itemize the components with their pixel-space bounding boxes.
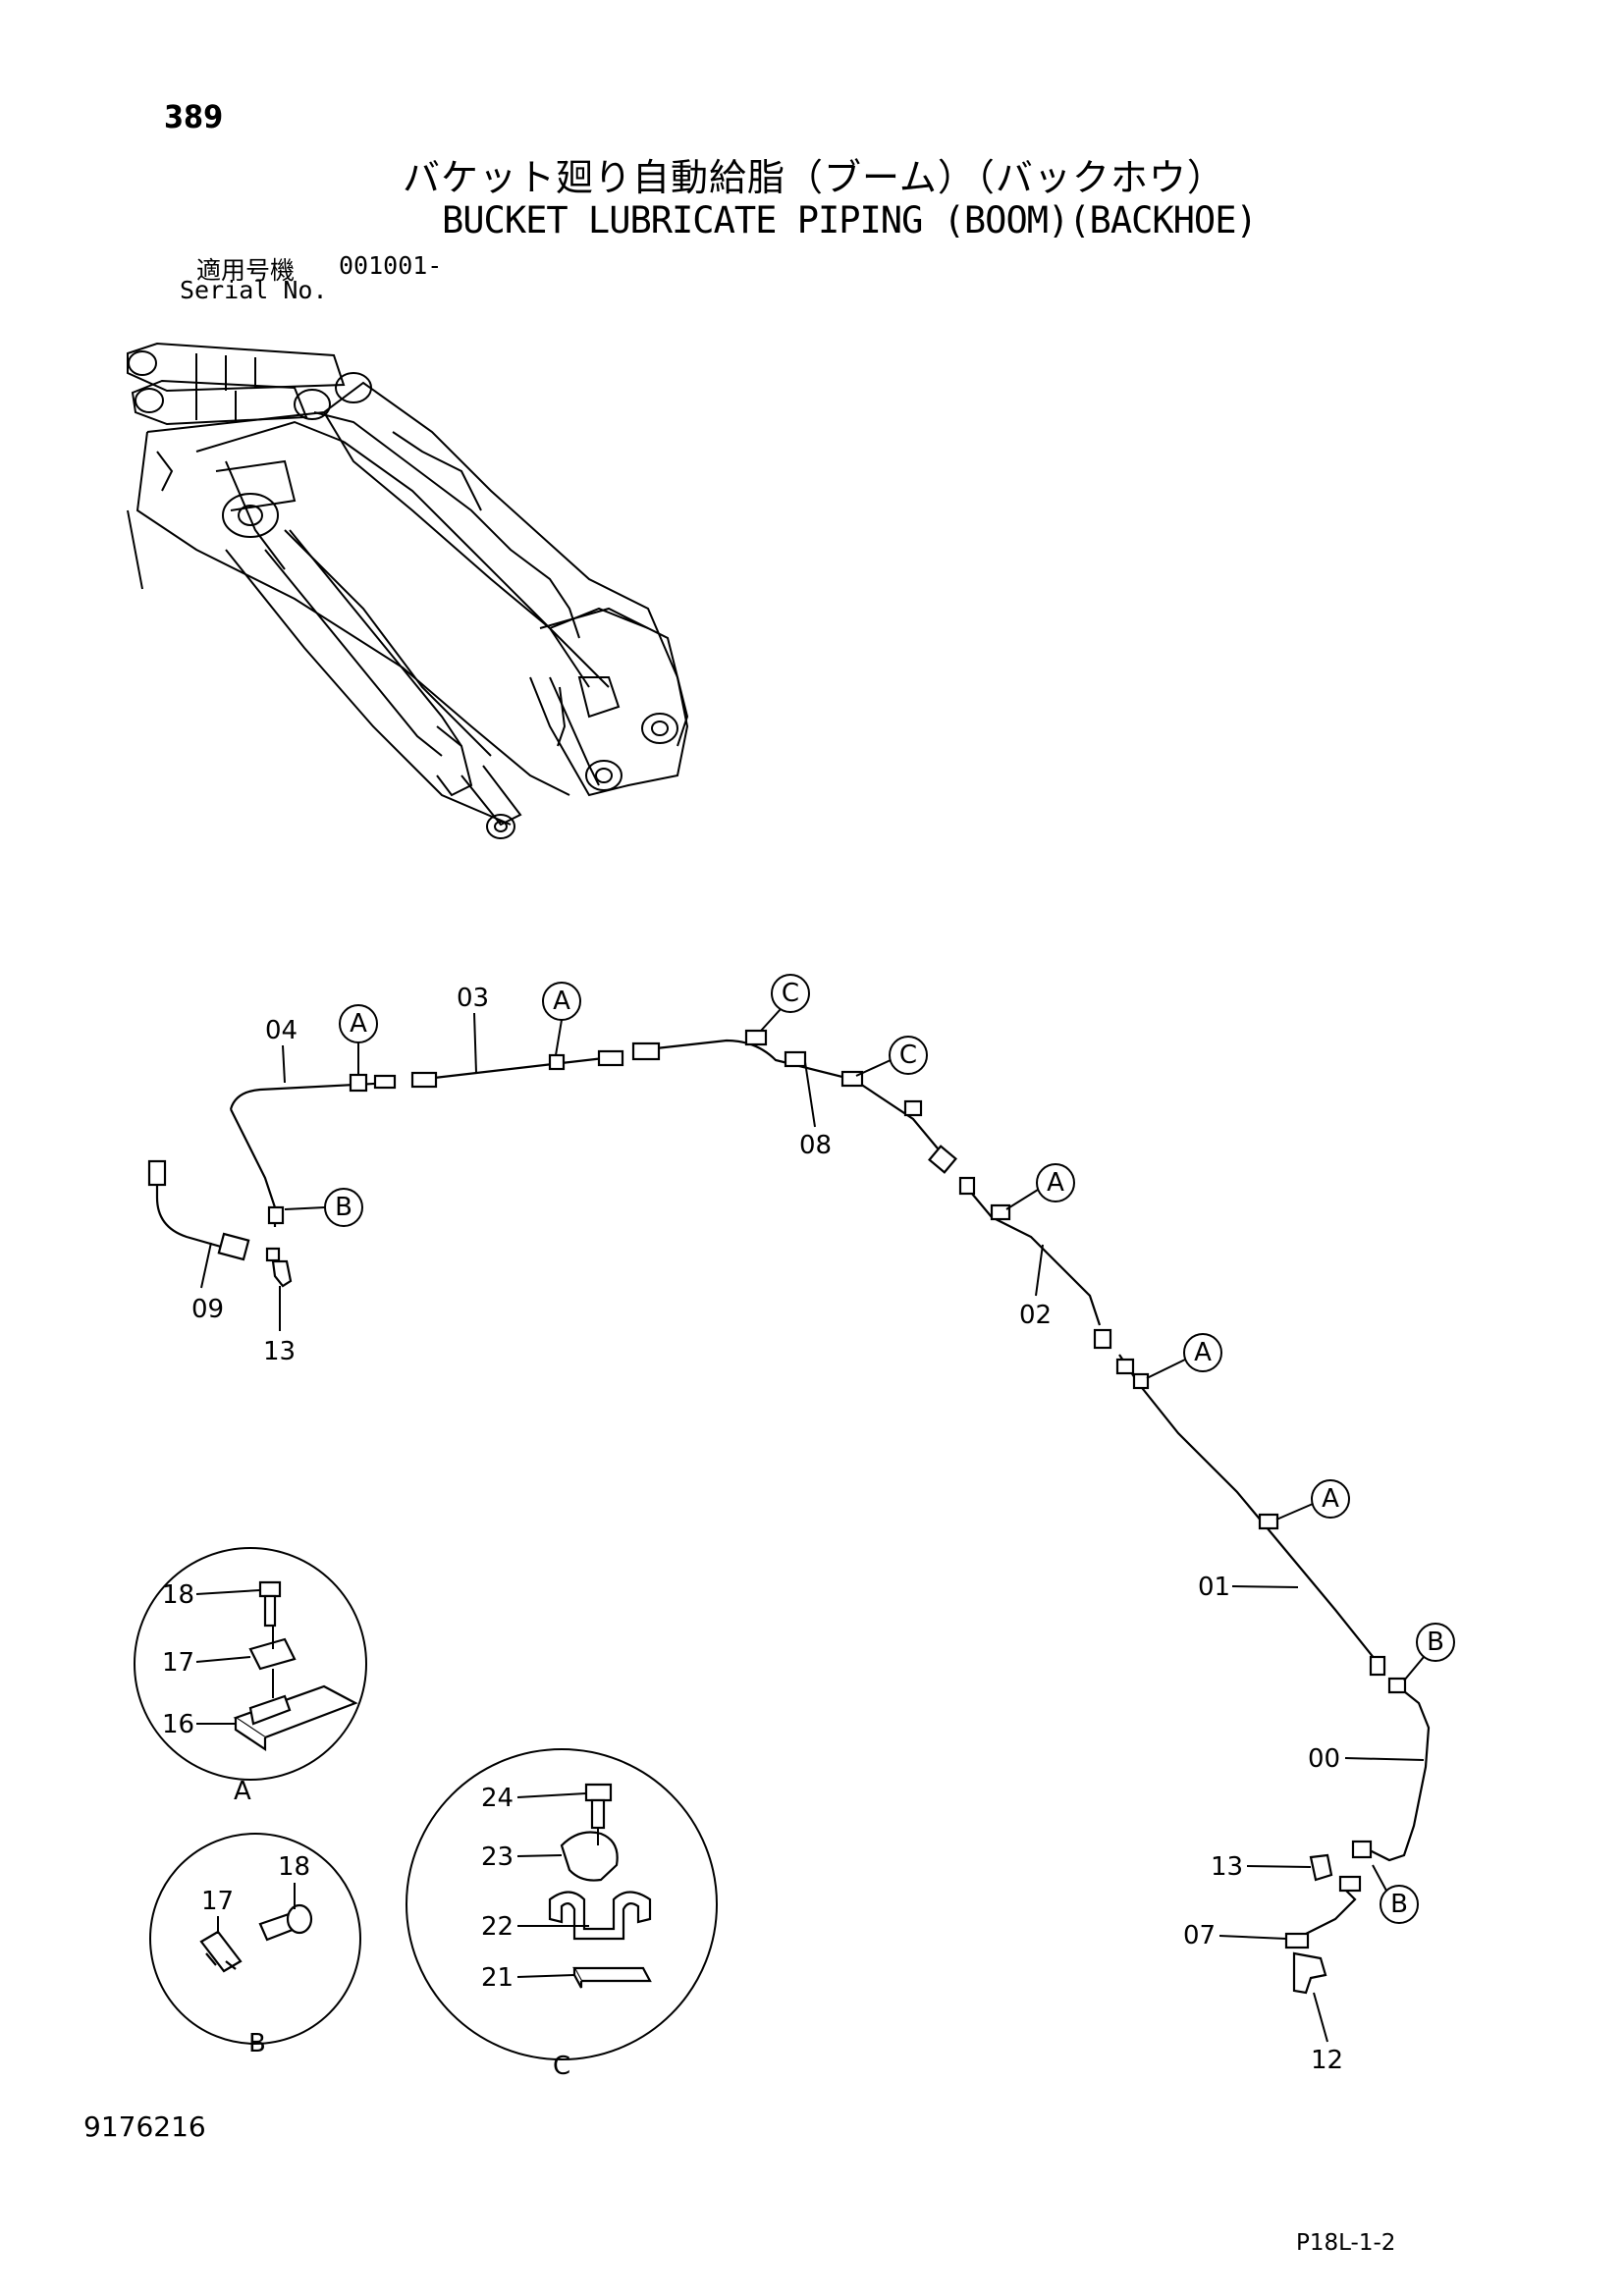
detail-a-label-18: 18 [162, 1580, 194, 1610]
detail-c-caption: C [553, 2052, 570, 2081]
detail-c-label-22: 22 [481, 1912, 514, 1942]
detail-c: 24 23 22 21 C [406, 1748, 718, 2081]
detail-a-label-17: 17 [162, 1648, 194, 1678]
serial-value: 001001- [339, 251, 443, 280]
detail-b-label-18: 18 [278, 1852, 310, 1882]
detail-a-label-16: 16 [162, 1710, 194, 1739]
detail-c-label-21: 21 [481, 1963, 514, 1993]
callout-a-5 [1311, 1479, 1350, 1519]
callout-a-5-text: A [1322, 1484, 1339, 1514]
document-number: 9176216 [83, 2110, 206, 2143]
label-09: 09 [191, 1295, 224, 1324]
label-13-lower: 13 [1211, 1852, 1243, 1882]
label-02: 02 [1019, 1301, 1052, 1330]
callout-circles: A A C C A A A B B B [284, 974, 1455, 1924]
callout-c-2-text: C [899, 1041, 917, 1070]
part-labels: 04 03 08 02 01 00 13 07 12 09 13 [191, 984, 1425, 2075]
label-13-upper: 13 [263, 1337, 296, 1366]
callout-a-3-text: A [1047, 1168, 1064, 1198]
callout-a-1-text: A [350, 1009, 367, 1039]
piping-diagram [147, 1029, 1431, 1995]
title-english: BUCKET LUBRICATE PIPING (BOOM)(BACKHOE) [442, 199, 1258, 241]
callout-b-2-text: B [1427, 1628, 1444, 1657]
label-07: 07 [1183, 1921, 1216, 1950]
callout-c-1-text: C [782, 979, 799, 1008]
callout-c-1 [771, 974, 810, 1013]
callout-b-3 [1380, 1885, 1419, 1924]
callout-a-2-text: A [553, 987, 570, 1016]
label-04: 04 [265, 1016, 298, 1045]
callout-a-4-text: A [1194, 1338, 1212, 1367]
label-08: 08 [799, 1131, 832, 1160]
label-01: 01 [1198, 1573, 1230, 1602]
detail-b-label-17: 17 [201, 1887, 234, 1916]
detail-a-caption: A [234, 1777, 251, 1806]
callout-a-4 [1183, 1333, 1222, 1372]
label-03: 03 [457, 984, 489, 1013]
detail-c-label-23: 23 [481, 1842, 514, 1872]
serial-label-jp: 適用号機 [196, 256, 296, 285]
label-12: 12 [1311, 2046, 1343, 2075]
page-code: P18L-1-2 [1296, 2230, 1396, 2256]
serial-label-en: Serial No. [180, 276, 328, 304]
callout-c-2 [889, 1036, 928, 1075]
callout-b-2 [1416, 1623, 1455, 1662]
detail-b: 18 17 B [149, 1833, 361, 2058]
page-number: 389 [164, 98, 224, 135]
detail-b-caption: B [248, 2029, 266, 2058]
callout-b-3-text: B [1390, 1890, 1408, 1919]
detail-a: 18 17 16 A [134, 1547, 367, 1806]
label-00: 00 [1308, 1744, 1340, 1774]
detail-c-label-24: 24 [481, 1784, 514, 1813]
callout-a-3 [1036, 1163, 1075, 1202]
boom-illustration [127, 342, 689, 839]
callout-b-1-text: B [335, 1193, 352, 1222]
title-japanese: バケット廻り自動給脂（ブーム）（バックホウ） [403, 156, 1225, 199]
